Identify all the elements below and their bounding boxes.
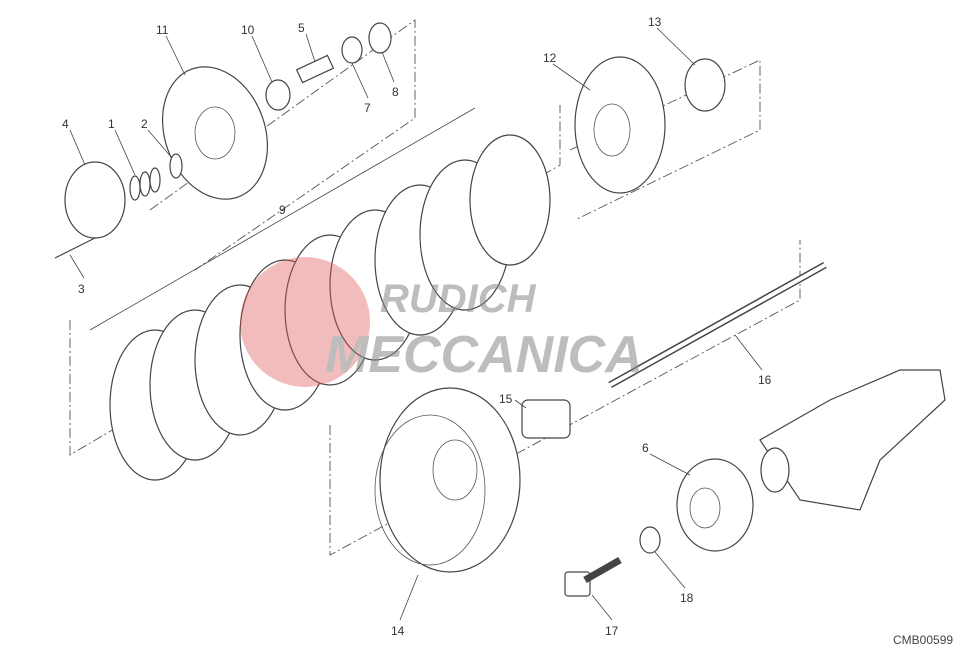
- cover-4-part: [64, 161, 126, 239]
- callout-12: 12: [543, 51, 557, 65]
- spring-1-part: [129, 167, 161, 201]
- leader-lines: [69, 27, 763, 621]
- pin-5-part: [295, 54, 335, 84]
- callout-16: 16: [758, 373, 772, 387]
- callout-10: 10: [241, 23, 255, 37]
- callout-17: 17: [605, 624, 619, 638]
- callout-2: 2: [141, 117, 148, 131]
- assembly-box-hub: [569, 59, 761, 221]
- gear-6-part: [676, 458, 754, 552]
- callout-9: 9: [279, 203, 286, 217]
- assembly-box-pressure-plate: [149, 19, 416, 271]
- callout-3: 3: [78, 282, 85, 296]
- washer-18-part: [639, 526, 661, 554]
- bolt-17-part: [564, 556, 622, 597]
- callout-18: 18: [680, 591, 694, 605]
- washer-13-part: [684, 58, 726, 112]
- clutch-plates-9-part: [109, 134, 551, 481]
- callout-5: 5: [298, 21, 305, 35]
- bracket-9: [89, 107, 476, 331]
- watermark-line2: MECCANICA: [325, 326, 643, 384]
- bearing-10-part: [265, 79, 291, 111]
- circlip-8-part: [368, 22, 392, 54]
- bearing-7-part: [341, 36, 363, 64]
- callout-14: 14: [391, 624, 405, 638]
- callout-13: 13: [648, 15, 662, 29]
- callout-8: 8: [392, 85, 399, 99]
- watermark-logo: RUDICH MECCANICA: [240, 257, 643, 387]
- drawing-code: CMB00599: [893, 633, 954, 647]
- clutch-hub-12-part: [574, 56, 666, 194]
- callout-11: 11: [156, 23, 169, 37]
- callout-6: 6: [642, 441, 649, 455]
- bushing-15-part: [521, 399, 571, 439]
- crankshaft-part: [759, 369, 946, 511]
- callout-1: 1: [108, 117, 115, 131]
- clutch-basket-14-part: [374, 387, 521, 573]
- watermark-line1: RUDICH: [380, 277, 537, 321]
- screw-3-part: [54, 237, 96, 259]
- callout-7: 7: [364, 101, 371, 115]
- pressure-plate-part: [161, 66, 269, 200]
- callout-15: 15: [499, 392, 513, 406]
- callout-4: 4: [62, 117, 69, 131]
- ring-2-part: [169, 153, 183, 179]
